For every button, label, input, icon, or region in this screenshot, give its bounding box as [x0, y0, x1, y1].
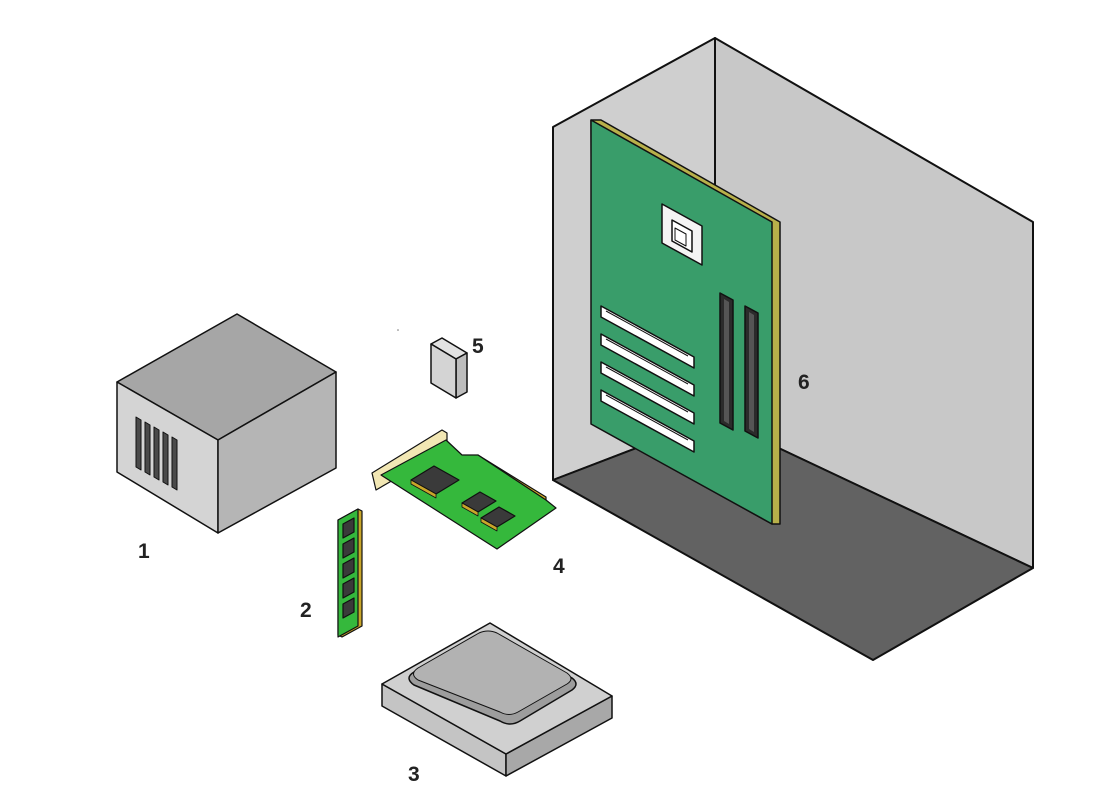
- power-supply-unit: [116, 313, 337, 534]
- small-component: [430, 337, 468, 399]
- cpu-heat-spreader-top: [413, 630, 572, 715]
- ram-slot: [744, 305, 759, 439]
- ram-chip: [342, 517, 355, 619]
- psu-vent-slots: [135, 416, 178, 491]
- label-case-motherboard: 6: [798, 371, 810, 394]
- card-chip: [410, 465, 460, 499]
- pci-slot: [600, 361, 695, 425]
- ram-slot: [719, 292, 734, 431]
- psu-side-face: [217, 371, 337, 534]
- label-small-component: 5: [472, 335, 484, 358]
- card-pcb: [380, 439, 557, 550]
- pci-slot: [600, 389, 695, 453]
- label-expansion-card: 4: [553, 555, 565, 578]
- pci-slot: [600, 333, 695, 397]
- card-chip: [461, 491, 497, 517]
- stray-dot: [397, 329, 399, 331]
- cpu-socket: [661, 203, 703, 266]
- label-ram-module: 2: [300, 599, 312, 622]
- expansion-card: [371, 429, 557, 550]
- ram-module: [337, 508, 363, 638]
- cpu-processor: [381, 622, 613, 777]
- card-chip: [480, 506, 516, 532]
- label-power-supply: 1: [138, 540, 150, 563]
- motherboard: [590, 119, 781, 525]
- pci-slot: [600, 305, 695, 369]
- label-cpu: 3: [408, 763, 420, 786]
